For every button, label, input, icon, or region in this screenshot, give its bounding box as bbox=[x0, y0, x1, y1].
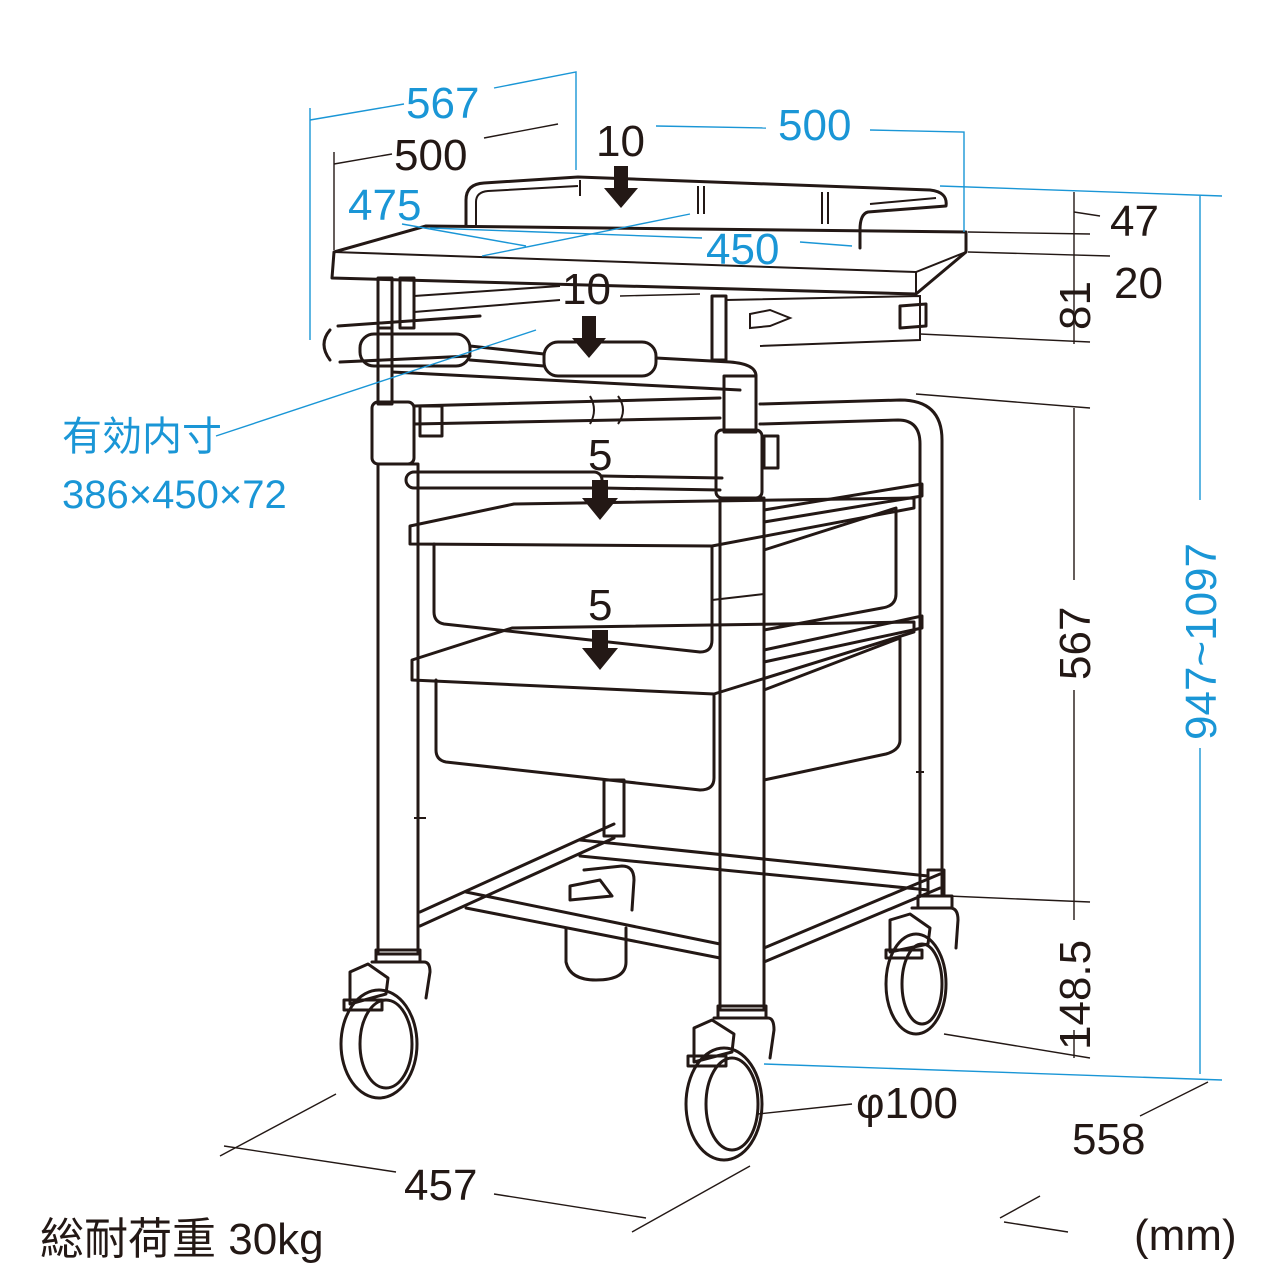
load-arrows bbox=[572, 166, 638, 670]
arrow-down-icon bbox=[582, 630, 618, 670]
base-width-label: 457 bbox=[404, 1161, 477, 1210]
shelf-height-label: 567 bbox=[1051, 607, 1100, 680]
caster-diameter-label: φ100 bbox=[856, 1079, 958, 1128]
bottom-frame bbox=[418, 778, 946, 964]
guard-height-label: 81 bbox=[1051, 281, 1100, 330]
tray-depth-label: 475 bbox=[348, 181, 421, 230]
load-guard-label: 10 bbox=[562, 265, 611, 314]
tray-width-label: 450 bbox=[706, 225, 779, 274]
upper-drawer bbox=[408, 496, 916, 654]
arrow-down-icon bbox=[604, 166, 638, 208]
caster-front-right bbox=[684, 1004, 776, 1162]
inner-size-value: 386×450×72 bbox=[62, 473, 287, 517]
back-frame bbox=[412, 395, 944, 896]
base-depth-label: 558 bbox=[1072, 1115, 1145, 1164]
top-board bbox=[330, 224, 968, 296]
lower-shelf-rails bbox=[762, 614, 924, 664]
caster-height-label: 148.5 bbox=[1051, 940, 1100, 1050]
dimension-lines bbox=[215, 71, 1223, 1233]
total-height-label: 947~1097 bbox=[1177, 543, 1226, 740]
load-top-label: 10 bbox=[596, 117, 645, 166]
front-right-leg bbox=[714, 374, 766, 1012]
top-depth-label: 500 bbox=[394, 131, 467, 180]
dimension-labels: 567 500 475 450 500 10 10 5 5 47 20 81 5… bbox=[40, 79, 1237, 1264]
front-left-leg bbox=[370, 326, 426, 956]
top-width-label: 500 bbox=[778, 101, 851, 150]
top-rail bbox=[464, 175, 948, 250]
top-thickness-label: 20 bbox=[1114, 259, 1163, 308]
top-depth-outer-label: 567 bbox=[406, 79, 479, 128]
total-load-label: 総耐荷重 30kg bbox=[40, 1215, 324, 1264]
guard-frame bbox=[322, 276, 928, 392]
load-shelf2-label: 5 bbox=[588, 581, 612, 630]
inner-size-title: 有効内寸 bbox=[62, 415, 222, 459]
rail-height-label: 47 bbox=[1110, 197, 1159, 246]
unit-label: (mm) bbox=[1134, 1211, 1237, 1260]
shelf-rails bbox=[404, 470, 924, 524]
load-shelf1-label: 5 bbox=[588, 431, 612, 480]
caster-back-left bbox=[564, 864, 636, 982]
caster-front-left bbox=[339, 948, 432, 1100]
caster-back-right bbox=[884, 894, 960, 1036]
arrow-down-icon bbox=[582, 480, 618, 520]
lower-drawer bbox=[410, 620, 916, 792]
cart-drawing bbox=[322, 175, 968, 1162]
arrow-down-icon bbox=[572, 316, 606, 358]
